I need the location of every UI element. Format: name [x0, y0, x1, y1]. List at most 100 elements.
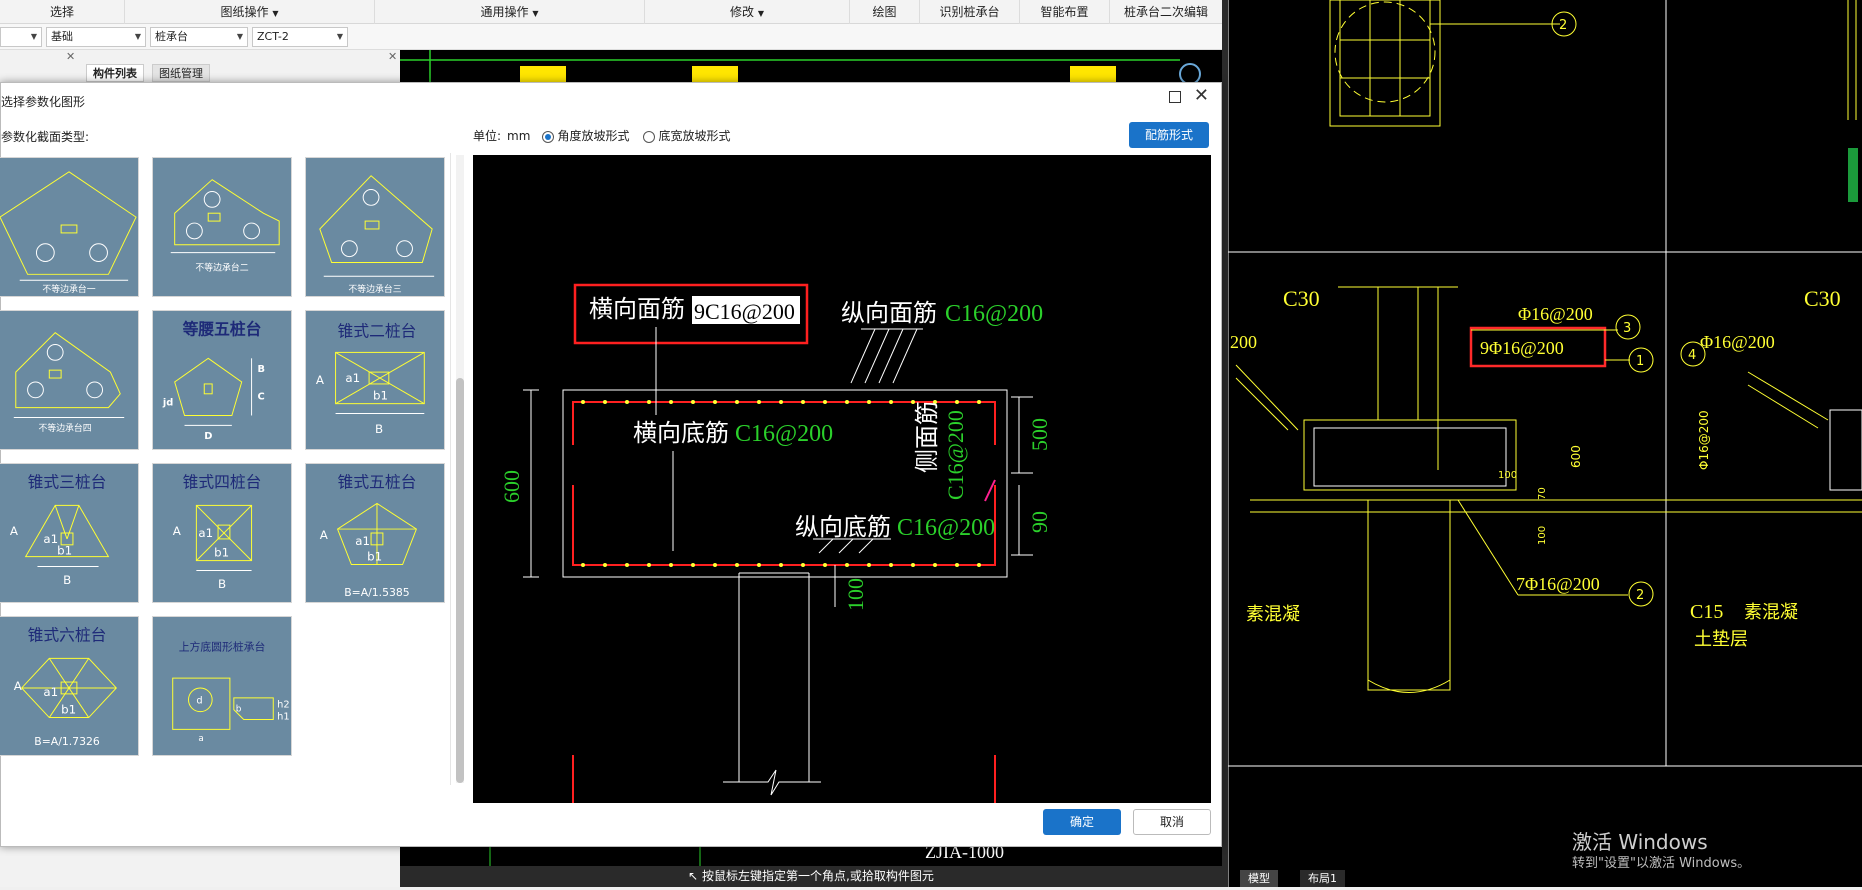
label-200: 200: [1230, 332, 1257, 352]
rebar-dot: [823, 400, 827, 404]
rebar-dot: [867, 563, 871, 567]
svg-text:B: B: [257, 364, 265, 375]
rebar-dot: [867, 400, 871, 404]
top-rebar-dots: [581, 400, 981, 404]
status-text: 按鼠标左键指定第一个角点,或拾取构件图元: [702, 869, 934, 883]
chevron-down-icon: ▼: [236, 32, 243, 41]
dim-100b: 100: [1537, 526, 1548, 545]
label-cushion: 土垫层: [1694, 629, 1748, 649]
label-rebar-right: Φ16@200: [1700, 332, 1775, 352]
label-top-transverse: 横向面筋: [589, 296, 685, 323]
maximize-icon[interactable]: [1169, 91, 1181, 103]
thumb-unequal-cap-1[interactable]: 不等边承台一: [0, 157, 139, 297]
rebar-dot: [647, 400, 651, 404]
dim-100: 100: [1498, 470, 1517, 481]
close-icon[interactable]: ✕: [1193, 85, 1209, 106]
rebar-dot: [625, 400, 629, 404]
param-shape-dialog: 选择参数化图形 ✕ 参数化截面类型: 单位: mm 角度放坡形式 底宽放坡形式 …: [0, 82, 1222, 847]
label-plain-concrete-left: 素混凝: [1246, 604, 1300, 624]
dim-100: 100: [843, 578, 868, 611]
thumb-isosceles-five-pile[interactable]: 等腰五桩台 B C jd D: [152, 310, 292, 450]
ribbon-select[interactable]: 选择: [0, 0, 125, 24]
rebar-dot: [955, 563, 959, 567]
type-select[interactable]: 桩承台▼: [150, 27, 248, 47]
ribbon-modify[interactable]: 修改 ▼: [645, 0, 850, 24]
tab-model[interactable]: 模型: [1240, 870, 1278, 887]
rebar-dot: [977, 400, 981, 404]
rebar-dot: [647, 563, 651, 567]
radio-width-slope-label: 底宽放坡形式: [658, 129, 731, 143]
thumb-caption: 等腰五桩台: [182, 320, 262, 339]
shape-gallery: 不等边承台一 不等边承台二 不等边承台三: [0, 153, 451, 785]
ribbon-drawing-ops[interactable]: 图纸操作 ▼: [125, 0, 375, 24]
rebar-dot: [801, 563, 805, 567]
thumb-caption: 上方底圆形桩承台: [179, 640, 266, 654]
rebar-dot: [955, 400, 959, 404]
close-icon[interactable]: ✕: [66, 50, 76, 63]
svg-text:b1: b1: [373, 389, 388, 403]
unit-label: 单位:: [473, 129, 502, 143]
radio-angle-slope[interactable]: 角度放坡形式: [542, 127, 629, 144]
thumb-note: B=A/1.5385: [344, 586, 409, 599]
dim-90: 90: [1027, 511, 1052, 533]
label-bottom-longitudinal: 纵向底筋: [795, 514, 891, 541]
ribbon-pilecap-edit[interactable]: 桩承台二次编辑: [1123, 5, 1208, 19]
rebar-dot: [669, 400, 673, 404]
category-select[interactable]: 基础▼: [46, 27, 146, 47]
tab-drawing-management[interactable]: 图纸管理: [152, 64, 210, 82]
thumb-unequal-cap-4[interactable]: 不等边承台四: [0, 310, 139, 450]
value-bottom-transverse[interactable]: C16@200: [735, 421, 833, 447]
svg-text:b: b: [236, 705, 242, 715]
status-bar: ↖ 按鼠标左键指定第一个角点,或拾取构件图元: [400, 866, 1222, 887]
ribbon-draw[interactable]: 绘图: [850, 0, 920, 24]
rebar-dot: [889, 563, 893, 567]
chevron-down-icon: ▼: [30, 32, 37, 41]
input-top-transverse-value[interactable]: 9C16@200: [694, 299, 795, 324]
value-side-rebar[interactable]: C16@200: [943, 410, 968, 500]
thumb-caption: 不等边承台四: [38, 422, 91, 434]
component-select[interactable]: ZCT-2▼: [252, 27, 348, 47]
label-c30-right: C30: [1804, 286, 1841, 311]
rebar-dot: [779, 563, 783, 567]
svg-text:a1: a1: [43, 532, 58, 546]
gallery-scrollbar-thumb[interactable]: [456, 378, 464, 783]
value-top-longitudinal[interactable]: C16@200: [945, 301, 1043, 327]
right-cad-drawing: 2 C30 C30 200 Φ16@200 9Φ16@200 Φ16@200 3…: [1227, 0, 1862, 887]
ribbon-smart-place[interactable]: 智能布置: [1020, 0, 1110, 24]
rebar-dot: [801, 400, 805, 404]
ribbon-identify-pilecap[interactable]: 识别桩承台: [920, 0, 1020, 24]
radio-checked-icon: [542, 130, 555, 143]
rebar-dot: [669, 563, 673, 567]
label-side-rebar: 侧面筋: [914, 401, 941, 473]
svg-text:b1: b1: [57, 544, 72, 558]
svg-text:a1: a1: [345, 371, 360, 385]
tab-layout-1[interactable]: 布局1: [1300, 870, 1345, 887]
rebar-form-button[interactable]: 配筋形式: [1129, 122, 1209, 148]
rebar-dot: [757, 563, 761, 567]
cad-canvas-right[interactable]: 2 C30 C30 200 Φ16@200 9Φ16@200 Φ16@200 3…: [1227, 0, 1862, 887]
rebar-preview-canvas[interactable]: 横向面筋 9C16@200 纵向面筋 C16@200 横向底筋 C16@200 …: [473, 155, 1211, 803]
floor-select[interactable]: ▼: [0, 27, 42, 47]
callout-3: 3: [1623, 321, 1631, 336]
svg-text:A: A: [14, 679, 22, 693]
close-icon[interactable]: ✕: [388, 50, 398, 63]
ok-button[interactable]: 确定: [1043, 809, 1121, 835]
radio-width-slope[interactable]: 底宽放坡形式: [643, 127, 730, 144]
cancel-button[interactable]: 取消: [1133, 809, 1211, 835]
thumb-unequal-cap-2[interactable]: 不等边承台二: [152, 157, 292, 297]
thumb-unequal-cap-3[interactable]: 不等边承台三: [305, 157, 445, 297]
pane-divider[interactable]: [1222, 0, 1228, 887]
svg-text:b1: b1: [367, 550, 382, 564]
value-bottom-longitudinal[interactable]: C16@200: [897, 515, 995, 541]
highlight-box: [573, 283, 809, 345]
rebar-dot: [735, 400, 739, 404]
tab-component-list[interactable]: 构件列表: [86, 64, 144, 82]
ribbon-general-ops[interactable]: 通用操作 ▼: [375, 0, 645, 24]
svg-text:a1: a1: [198, 526, 213, 540]
